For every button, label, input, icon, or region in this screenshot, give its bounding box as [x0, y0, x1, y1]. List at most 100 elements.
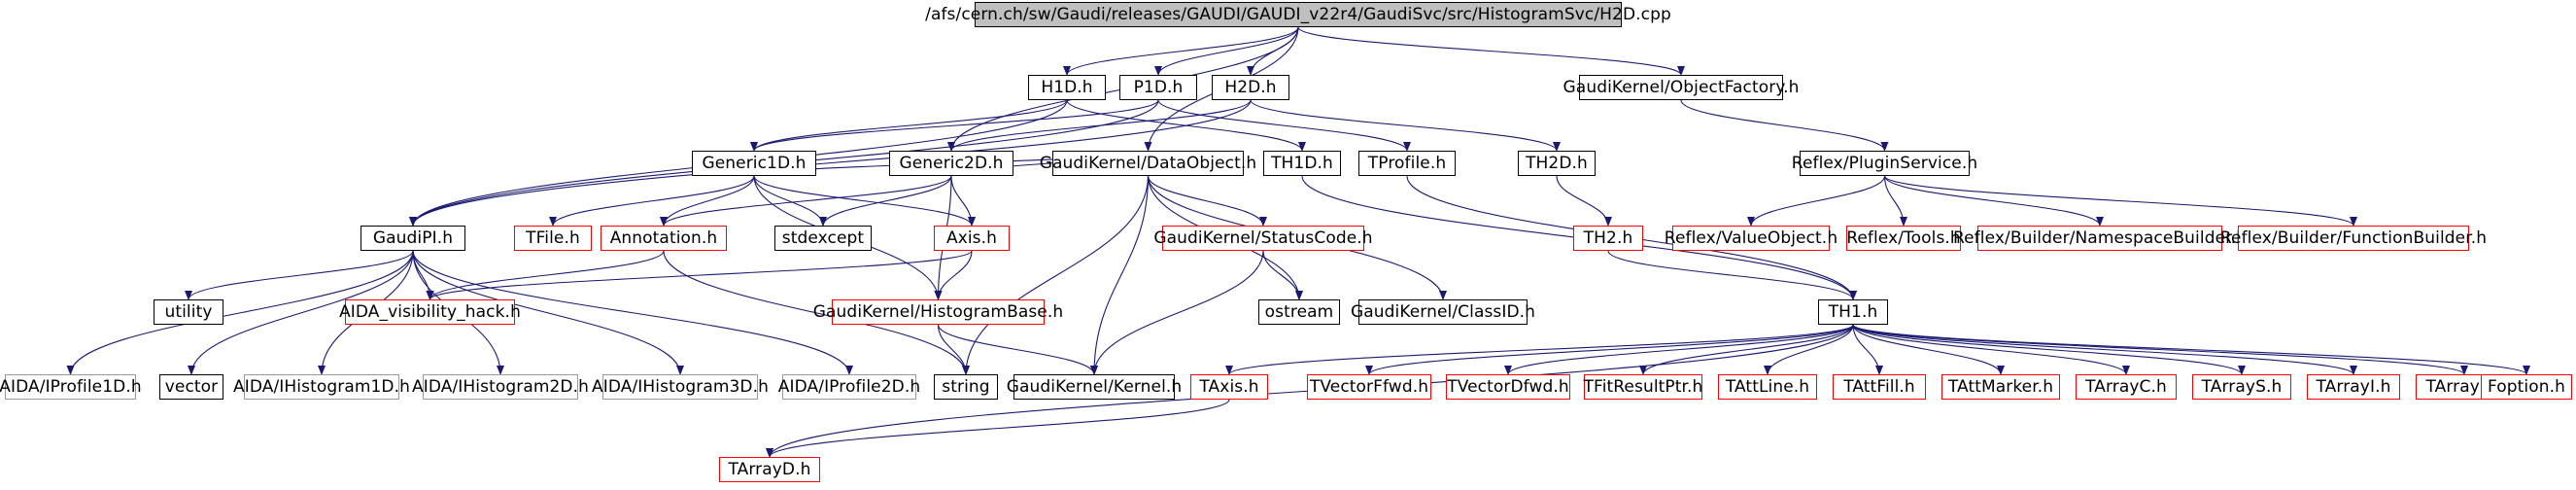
- graph-node-root[interactable]: /afs/cern.ch/sw/Gaudi/releases/GAUDI/GAU…: [925, 2, 1671, 27]
- graph-node-axis[interactable]: Axis.h: [934, 226, 1010, 251]
- graph-node-fnbuilder[interactable]: Reflex/Builder/FunctionBuilder.h: [2220, 226, 2487, 251]
- graph-node-tarrayi[interactable]: TArrayI.h: [2307, 374, 2400, 400]
- graph-edge: [1297, 26, 1685, 76]
- graph-node-tarrayc[interactable]: TArrayC.h: [2076, 374, 2177, 400]
- graph-node-label: TH2D.h: [1526, 154, 1588, 173]
- graph-node-label: TArrayD.h: [728, 460, 811, 479]
- graph-node-label: GaudiKernel/DataObject.h: [1039, 154, 1257, 173]
- graph-node-valueobject[interactable]: Reflex/ValueObject.h: [1665, 226, 1838, 251]
- graph-node-tvectorf[interactable]: TVectorFfwd.h: [1307, 374, 1431, 400]
- graph-node-label: Reflex/Builder/FunctionBuilder.h: [2219, 228, 2488, 248]
- graph-node-label: TArrayI.h: [2316, 377, 2391, 397]
- graph-node-tarrays[interactable]: TArrayS.h: [2192, 374, 2291, 400]
- graph-node-label: Generic2D.h: [899, 154, 1004, 173]
- graph-node-annotation[interactable]: Annotation.h: [601, 226, 727, 251]
- graph-edge: [1852, 324, 2246, 375]
- graph-node-label: TArrayS.h: [2201, 377, 2283, 397]
- graph-node-h1d[interactable]: H1D.h: [1028, 75, 1106, 100]
- graph-node-generic2d[interactable]: Generic2D.h: [889, 151, 1013, 176]
- graph-node-ihist1d[interactable]: AIDA/IHistogram1D.h: [233, 374, 410, 400]
- graph-node-label: TVectorDfwd.h: [1447, 377, 1569, 397]
- graph-node-iprofile2d[interactable]: AIDA/IProfile2D.h: [778, 374, 920, 400]
- graph-edge: [1090, 250, 1264, 375]
- graph-node-label: utility: [164, 302, 213, 322]
- graph-node-iprofile1d[interactable]: AIDA/IProfile1D.h: [0, 374, 142, 400]
- graph-node-label: AIDA/IHistogram3D.h: [592, 377, 769, 397]
- graph-node-stdexcept[interactable]: stdexcept: [774, 226, 872, 251]
- graph-node-tattfill[interactable]: TAttFill.h: [1833, 374, 1926, 400]
- graph-node-label: Foption.h: [2487, 377, 2565, 397]
- graph-edge: [426, 250, 973, 300]
- graph-node-pluginservice[interactable]: Reflex/PluginService.h: [1792, 151, 1977, 176]
- graph-node-generic1d[interactable]: Generic1D.h: [692, 151, 816, 176]
- graph-node-classid[interactable]: GaudiKernel/ClassID.h: [1351, 299, 1535, 325]
- graph-node-objfactory[interactable]: GaudiKernel/ObjectFactory.h: [1563, 75, 1799, 100]
- graph-node-dataobject[interactable]: GaudiKernel/DataObject.h: [1040, 151, 1256, 176]
- graph-node-string[interactable]: string: [934, 374, 998, 400]
- graph-node-label: Generic1D.h: [702, 154, 807, 173]
- graph-edge: [1883, 175, 2104, 227]
- graph-node-label: TAxis.h: [1199, 377, 1259, 397]
- graph-node-tvectord[interactable]: TVectorDfwd.h: [1446, 374, 1570, 400]
- graph-node-th2h[interactable]: TH2.h: [1573, 226, 1643, 251]
- graph-node-statuscode[interactable]: GaudiKernel/StatusCode.h: [1153, 226, 1373, 251]
- graph-node-gaudipi[interactable]: GaudiPI.h: [361, 226, 465, 251]
- graph-node-label: Reflex/ValueObject.h: [1664, 228, 1838, 248]
- graph-edge: [185, 250, 414, 300]
- graph-node-label: TH1.h: [1828, 302, 1878, 322]
- graph-edge: [1852, 324, 2468, 375]
- graph-node-label: AIDA/IProfile1D.h: [0, 377, 142, 397]
- graph-edge: [947, 99, 1252, 152]
- graph-node-label: GaudiKernel/Kernel.h: [1006, 377, 1183, 397]
- graph-node-label: P1D.h: [1133, 78, 1184, 97]
- graph-edge: [1883, 175, 1907, 227]
- graph-edge: [549, 175, 755, 227]
- graph-node-reflextools[interactable]: Reflex/Tools.h: [1846, 226, 1961, 251]
- graph-node-label: /afs/cern.ch/sw/Gaudi/releases/GAUDI/GAU…: [925, 5, 1671, 24]
- graph-node-foption[interactable]: Foption.h: [2481, 374, 2572, 400]
- graph-edge: [950, 175, 976, 227]
- graph-node-vector[interactable]: vector: [159, 374, 223, 400]
- graph-node-label: TH2.h: [1583, 228, 1633, 248]
- graph-node-th2dh[interactable]: TH2D.h: [1518, 151, 1596, 176]
- graph-node-h2d[interactable]: H2D.h: [1212, 75, 1289, 100]
- graph-node-label: Reflex/Builder/NamespaceBuilder.h: [1952, 228, 2248, 248]
- graph-node-ihist2d[interactable]: AIDA/IHistogram2D.h: [412, 374, 589, 400]
- graph-node-tfile[interactable]: TFile.h: [514, 226, 592, 251]
- graph-node-th1h[interactable]: TH1.h: [1818, 299, 1888, 325]
- graph-node-ihist3d[interactable]: AIDA/IHistogram3D.h: [592, 374, 769, 400]
- graph-edge: [426, 250, 665, 300]
- graph-node-tarrayd[interactable]: TArrayD.h: [719, 457, 820, 482]
- graph-edge: [1365, 324, 1854, 375]
- graph-edge: [1607, 250, 1857, 300]
- graph-node-visibilityhack[interactable]: AIDA_visibility_hack.h: [339, 299, 521, 325]
- graph-edge: [1147, 175, 1267, 227]
- graph-node-taxis[interactable]: TAxis.h: [1190, 374, 1268, 400]
- graph-node-label: TFile.h: [526, 228, 580, 248]
- graph-node-label: TVectorFfwd.h: [1309, 377, 1429, 397]
- graph-node-label: H1D.h: [1041, 78, 1093, 97]
- graph-node-tattmarker[interactable]: TAttMarker.h: [1941, 374, 2060, 400]
- graph-node-label: Axis.h: [945, 228, 998, 248]
- graph-node-label: TProfile.h: [1367, 154, 1447, 173]
- graph-node-label: Annotation.h: [609, 228, 718, 248]
- graph-node-utility[interactable]: utility: [154, 299, 223, 325]
- graph-edge: [937, 324, 1098, 375]
- graph-edge: [1250, 99, 1561, 152]
- graph-edge: [1504, 324, 1854, 375]
- graph-node-tfitresult[interactable]: TFitResultPtr.h: [1584, 374, 1702, 400]
- graph-node-p1d[interactable]: P1D.h: [1119, 75, 1197, 100]
- graph-node-nsbuilder[interactable]: Reflex/Builder/NamespaceBuilder.h: [1953, 226, 2247, 251]
- graph-edge: [1225, 324, 1854, 375]
- graph-node-th1dh[interactable]: TH1D.h: [1263, 151, 1341, 176]
- graph-node-histogrambase[interactable]: GaudiKernel/HistogramBase.h: [813, 299, 1063, 325]
- graph-node-ostream[interactable]: ostream: [1258, 299, 1340, 325]
- graph-node-kernelh[interactable]: GaudiKernel/Kernel.h: [1007, 374, 1182, 400]
- graph-edge: [1090, 175, 1150, 375]
- graph-edge: [1247, 26, 1299, 76]
- graph-node-tattline[interactable]: TAttLine.h: [1718, 374, 1817, 400]
- graph-edge: [1063, 26, 1299, 76]
- graph-node-tprofile[interactable]: TProfile.h: [1358, 151, 1456, 176]
- graph-edge: [934, 250, 973, 300]
